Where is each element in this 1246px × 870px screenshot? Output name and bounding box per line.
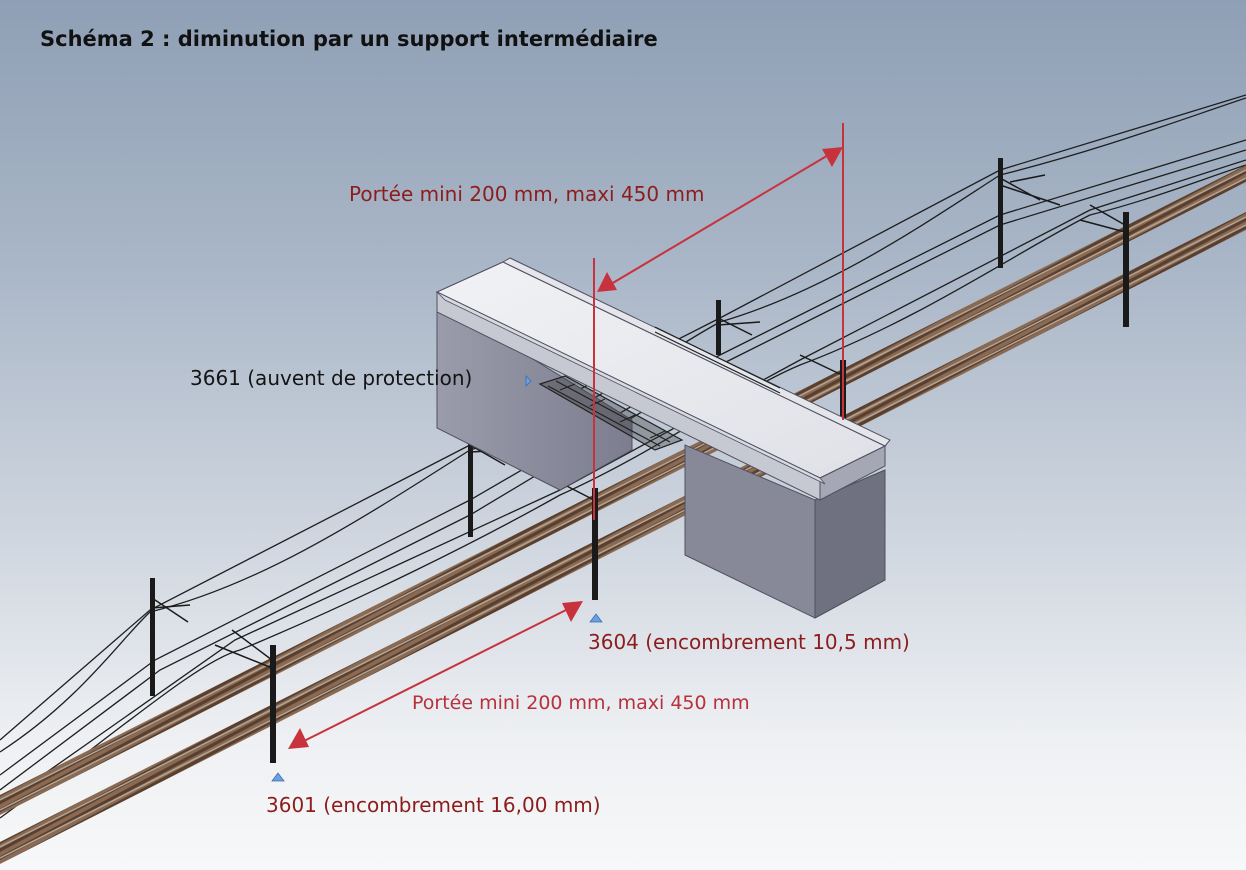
marker-3604 [589,613,603,623]
span-label-bottom: Portée mini 200 mm, maxi 450 mm [412,692,750,714]
mast-3601-label: 3601 (encombrement 16,00 mm) [266,793,601,817]
mast [150,578,191,696]
arrowhead [562,601,583,622]
dimension-arrow-bottom [299,607,571,744]
canopy-3661 [538,375,684,451]
mast-3604-label: 3604 (encombrement 10,5 mm) [588,630,910,654]
mast [998,158,1061,268]
track-left [0,165,1246,815]
mast [716,300,761,355]
mast [554,479,598,600]
arrowhead [822,147,843,167]
track-right [0,212,1246,864]
catenary-masts [150,158,1129,763]
mast [1079,204,1129,327]
dimension-arrow-top [605,153,831,288]
mast [214,629,276,763]
diagram-title: Schéma 2 : diminution par un support int… [40,27,658,51]
span-label-top: Portée mini 200 mm, maxi 450 mm [349,182,705,206]
arrowhead [288,728,309,749]
abutment-left [436,299,633,491]
canopy-label: 3661 (auvent de protection) [190,366,473,390]
arrowhead [597,272,617,292]
markers [271,375,603,782]
marker-3661 [525,375,532,387]
marker-3601 [271,772,285,782]
dimension-lines [288,123,844,749]
bridge-top-equipment [654,326,781,394]
